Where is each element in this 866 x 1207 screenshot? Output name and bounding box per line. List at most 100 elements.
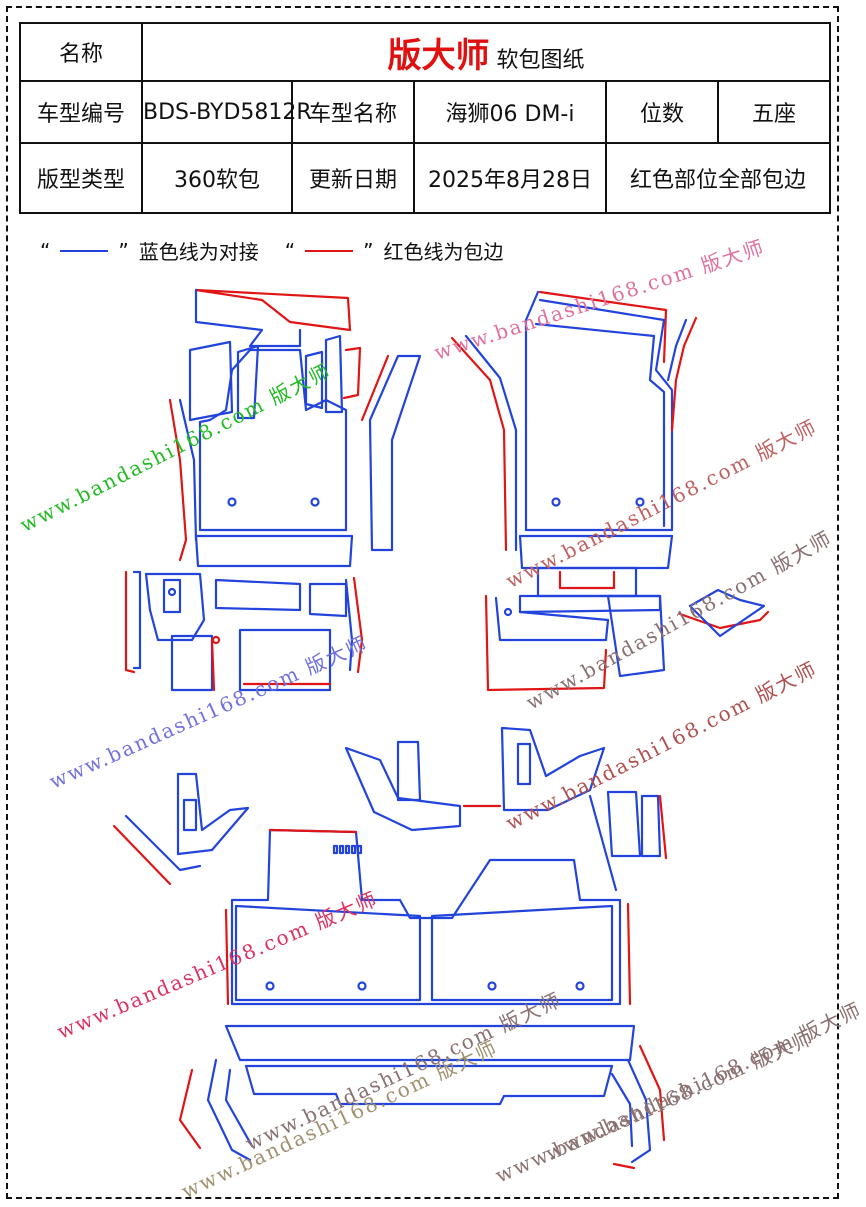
red-line-text: 红色线为包边 (383, 240, 504, 264)
fl-top-strip-edge (194, 288, 352, 332)
tr-top-strip (224, 1024, 636, 1062)
model-code: BDS-BYD5812R (141, 80, 312, 144)
fr-left-sill-edge (450, 336, 508, 552)
front-right-mat (450, 290, 698, 570)
ml-right-edge (352, 576, 364, 674)
rr-right-post-a (606, 790, 642, 858)
mr-console-edge (558, 570, 616, 590)
name-label: 名称 (19, 22, 143, 82)
fr-clip-hole-2 (635, 497, 645, 507)
fl-clip-hole-1 (227, 497, 237, 507)
pattern-drawing (112, 288, 770, 1170)
legend-close-quote-2: ” (363, 238, 374, 263)
fl-top-strip-seam (194, 288, 302, 348)
title-cell: 版大师 软包图纸 (140, 22, 832, 82)
pattern-type-label: 版型类型 (19, 142, 143, 214)
ml-lower-center (238, 628, 332, 692)
red-line-swatch (305, 249, 354, 252)
fr-right-seam (666, 318, 688, 382)
ml-seat-base-a (144, 572, 206, 642)
update-date: 2025年8月28日 (413, 142, 607, 214)
mr-console-strip (518, 594, 662, 614)
mid-right-cluster (484, 566, 770, 692)
blue-line-text: 蓝色线为对接 (138, 240, 259, 264)
note-cell: 红色部位全部包边 (604, 142, 832, 214)
rr-center-left-wing (344, 746, 462, 832)
rr-center-right-slot (516, 742, 532, 786)
mid-left-cluster (124, 570, 364, 692)
pattern-type: 360软包 (141, 142, 293, 214)
rr-floor-top-edge (268, 828, 358, 834)
tr-right-seam-b (610, 1072, 634, 1148)
fl-floor-panel (198, 348, 348, 532)
ml-lower-left (170, 634, 214, 692)
ml-left-seam (132, 570, 142, 670)
tr-left-seam-a (206, 1058, 252, 1162)
tr-right-outer-edge (638, 1044, 666, 1142)
spec-table: 名称 版大师 软包图纸 车型编号 BDS-BYD5812R 车型名称 海狮06 … (19, 22, 832, 214)
rr-clip-hole-4 (575, 981, 585, 991)
model-name: 海狮06 DM-i (413, 80, 607, 144)
rr-clip-hole-1 (265, 981, 275, 991)
fl-pedal-panel (188, 340, 234, 422)
tr-right-seam-a (626, 1058, 652, 1164)
fl-rear-strip (194, 534, 354, 568)
tr-right-tip-edge (612, 1162, 636, 1170)
fl-pedal-strip (236, 344, 260, 420)
tr-middle-panel (244, 1064, 614, 1106)
rr-floor-left-edge (224, 908, 230, 1006)
rr-floor-right-panel (430, 904, 614, 1002)
rr-left-bracket-slot (182, 798, 198, 832)
tr-left-outer-edge (178, 1068, 202, 1150)
mr-right-panel (606, 594, 666, 678)
mr-lower-edge (484, 594, 608, 692)
rr-center-right-wing (500, 726, 606, 812)
mr-lower-seam (494, 596, 610, 642)
rr-floor-outline (230, 828, 622, 1006)
rr-vent-holes (332, 844, 363, 855)
rear-row-mat (112, 726, 668, 1006)
fl-clip-hole-2 (310, 497, 320, 507)
ml-clip-hole (167, 587, 177, 597)
ml-right-seam (344, 578, 354, 672)
fl-right-sill (368, 354, 422, 552)
brand-suffix: 软包图纸 (496, 47, 585, 73)
blue-line-swatch (60, 249, 109, 252)
model-name-label: 车型名称 (291, 80, 415, 144)
fl-left-sill-seam (178, 398, 198, 542)
rr-floor-left-panel (234, 904, 422, 1002)
tr-left-seam-b (224, 1068, 254, 1148)
rr-center-left-post (396, 740, 422, 802)
ml-tunnel-side (308, 582, 348, 618)
rr-floor-right-edge (626, 902, 632, 1006)
fr-right-edge (670, 316, 698, 432)
update-label: 更新日期 (291, 142, 415, 214)
fl-center-strip (324, 334, 344, 414)
legend-open-quote: “ (40, 238, 51, 263)
ml-lower-left-edge (210, 638, 216, 692)
fl-small-strip (304, 350, 324, 410)
legend-open-quote-2: “ (284, 238, 296, 263)
mr-pad-edge (678, 610, 770, 630)
mr-side-pad (688, 588, 766, 638)
model-code-label: 车型编号 (19, 80, 143, 144)
rr-left-strip-edge (112, 824, 172, 886)
ml-tunnel-top (214, 578, 302, 612)
legend-close-quote: ” (118, 238, 129, 263)
fr-top-edge (538, 290, 668, 364)
ml-seat-base-inner (162, 578, 182, 614)
rr-right-seam (588, 794, 618, 892)
rr-right-post-b (640, 794, 662, 858)
dashed-page-border (6, 6, 839, 1199)
rr-right-post-edge (658, 794, 668, 860)
fr-floor-panel (524, 290, 674, 532)
fl-center-strip-edge (342, 346, 362, 400)
fl-right-sill-edge (360, 354, 390, 422)
ml-left-edge (124, 570, 136, 674)
rr-left-strip-seam (124, 814, 202, 872)
trunk-mat (178, 1024, 666, 1170)
fr-inner-seam (534, 322, 666, 528)
mr-clip-hole (503, 607, 513, 617)
seats-value: 五座 (716, 80, 832, 144)
ml-red-dot (211, 635, 221, 645)
